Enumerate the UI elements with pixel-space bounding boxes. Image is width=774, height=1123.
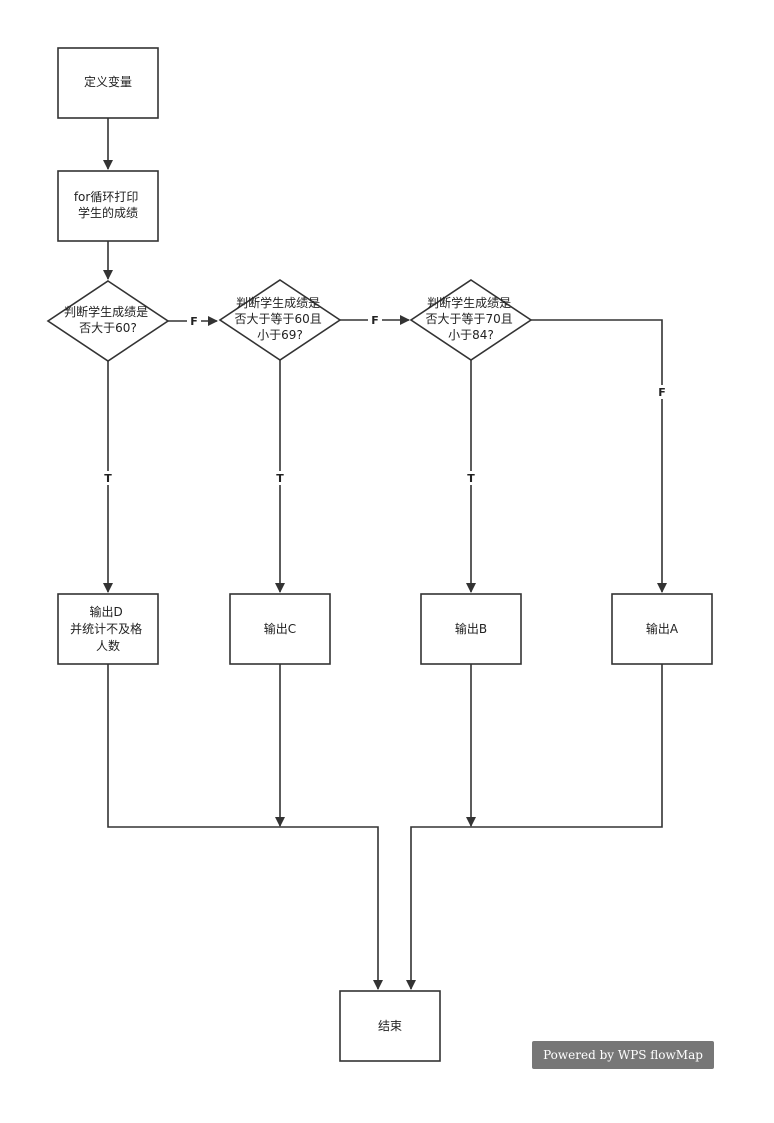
node-loop-line-2: 学生的成绩 [78,205,138,220]
node-decision-2-line-1: 判断学生成绩是 [236,295,320,310]
node-output-a-label: 输出A [646,621,679,636]
node-decision-2-label: 判断学生成绩是 否大于等于60且 小于69? [234,295,325,342]
node-output-a [611,593,713,665]
node-define-label: 定义变量 [84,74,132,89]
watermark-background [532,1041,714,1069]
node-decision-3-line-3: 小于84? [448,328,494,342]
node-output-d-line-3: 人数 [96,638,120,653]
node-decision-2 [218,279,342,361]
node-loop-label: for循环打印 学生的成绩 [74,190,142,220]
node-decision-1-label: 判断学生成绩是 否大于60? [64,304,152,335]
node-end-line-1: 结束 [378,1019,402,1033]
edge-label-false-d3: F [658,386,666,399]
node-output-d-line-2: 并统计不及格 [70,621,142,636]
node-decision-3-line-2: 否大于等于70且 [425,312,512,326]
node-output-c [229,593,331,665]
edge-label-true-d2: T [276,472,284,485]
watermark-text: Powered by WPS flowMap [543,1048,703,1062]
node-decision-1-line-2: 否大于60? [79,321,137,335]
edge-label-false-d1: F [190,315,198,328]
node-output-c-line-1: 输出C [264,621,296,636]
node-decision-1-line-1: 判断学生成绩是 [64,304,148,319]
node-decision-3 [409,279,533,361]
node-output-d [57,593,159,665]
node-decision-1 [46,280,170,362]
node-output-b-line-1: 输出B [455,621,487,636]
node-output-c-label: 输出C [264,621,296,636]
node-output-d-label: 输出D 并统计不及格 人数 [70,604,146,653]
node-decision-2-line-3: 小于69? [257,328,303,342]
node-output-d-line-1: 输出D [89,604,122,619]
node-decision-3-line-1: 判断学生成绩是 [427,295,511,310]
edge-outA-end [406,664,663,990]
node-loop [57,170,159,242]
edge-label-false-d2: F [371,314,379,327]
node-end-label: 结束 [378,1019,402,1033]
node-output-b [420,593,522,665]
node-decision-2-line-2: 否大于等于60且 [234,312,321,326]
edge-d3-outA [531,319,667,593]
node-end [339,990,441,1062]
watermark: Powered by WPS flowMap [532,1041,714,1069]
node-decision-3-label: 判断学生成绩是 否大于等于70且 小于84? [425,295,516,342]
edge-outD-end [107,664,383,990]
node-define-line-1: 定义变量 [84,74,132,89]
node-define [57,47,159,119]
node-loop-line-1: for循环打印 [74,190,139,204]
edge-label-true-d1: T [104,472,112,485]
edge-label-true-d3: T [467,472,475,485]
node-output-a-line-1: 输出A [646,621,679,636]
node-output-b-label: 输出B [455,621,487,636]
